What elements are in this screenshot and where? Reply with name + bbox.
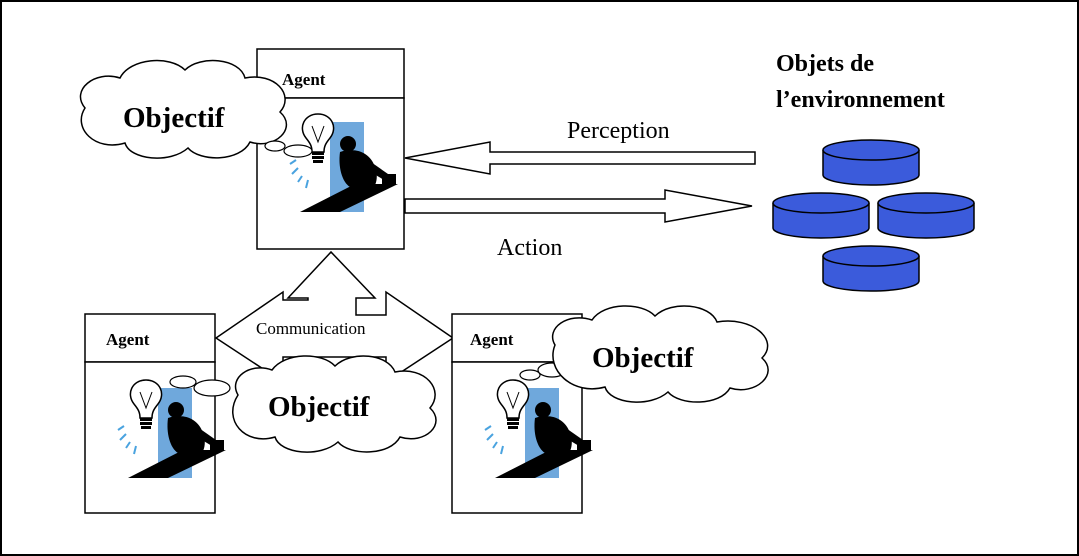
agent-top: Agent xyxy=(256,48,405,250)
cylinder-icon xyxy=(772,192,870,239)
goal-label: Objectif xyxy=(268,391,370,423)
agent-label: Agent xyxy=(470,330,514,349)
goal-label: Objectif xyxy=(592,342,694,374)
cylinder-icon xyxy=(822,245,920,292)
cylinder-icon xyxy=(822,139,920,186)
action-arrow xyxy=(404,189,753,223)
environment-title-line-2: l’environnement xyxy=(776,87,945,113)
goal-cloud-bottom-left: Objectif xyxy=(169,355,437,453)
perception-label: Perception xyxy=(567,118,670,144)
agent-label: Agent xyxy=(282,70,326,89)
cylinder-icon xyxy=(877,192,975,239)
perception-arrow xyxy=(404,141,756,175)
goal-cloud-top: Objectif xyxy=(79,59,313,159)
action-label: Action xyxy=(497,235,562,261)
agent-label: Agent xyxy=(106,330,150,349)
goal-cloud-bottom-right: Objectif xyxy=(519,305,769,403)
goal-label: Objectif xyxy=(123,102,225,134)
communication-label: Communication xyxy=(256,319,366,338)
agent-bottom-left: Agent xyxy=(84,313,227,514)
agent-header-box xyxy=(84,313,216,363)
environment-title-line-1: Objets de xyxy=(776,51,874,77)
